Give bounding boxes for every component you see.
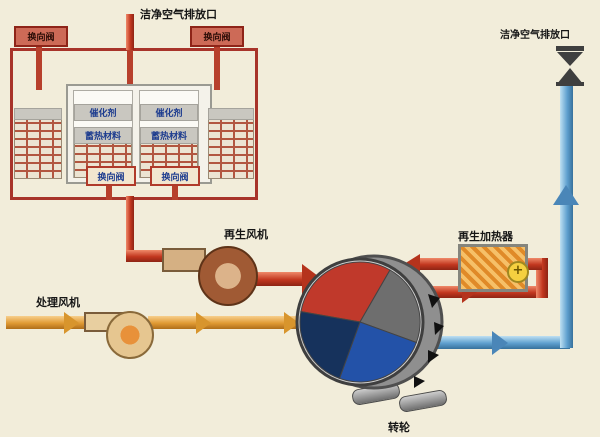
catalyst-band-1: 催化剂	[74, 104, 132, 121]
flow-arrow-right-icon	[492, 331, 508, 355]
exhaust-valve-icon	[556, 46, 584, 86]
rto-frame	[10, 48, 258, 200]
valve-connector	[214, 43, 220, 90]
regen-fan-icon	[198, 246, 258, 306]
process-air-pipe	[148, 316, 300, 329]
left-tower-cap	[14, 108, 62, 120]
regen-heater-label: 再生加热器	[458, 230, 513, 243]
valve-connector	[172, 178, 178, 200]
reversing-valve-bottom-right: 换向阀	[150, 166, 200, 186]
clean-air-pipe-top	[126, 14, 134, 50]
catalyst-band-2: 催化剂	[140, 104, 198, 121]
hot-air-pipe	[250, 272, 306, 286]
valve-connector	[36, 43, 42, 90]
process-fan-label: 处理风机	[36, 296, 80, 309]
clean-air-outlet-label-right: 洁净空气排放口	[500, 30, 570, 41]
process-fan-icon	[106, 311, 154, 359]
rto-downpipe	[126, 196, 134, 258]
rotor-wheel-icon	[295, 254, 444, 390]
reversing-valve-top-right: 换向阀	[190, 26, 244, 47]
flow-arrow-up-icon	[553, 185, 579, 205]
flow-arrow-right-icon	[284, 312, 299, 334]
heat-storage-band-1: 蓄热材料	[74, 127, 132, 144]
reversing-valve-bottom-left: 换向阀	[86, 166, 136, 186]
flow-arrow-right-icon	[64, 312, 79, 334]
rotor-label: 转轮	[388, 421, 410, 434]
heater-outlet-pipe	[420, 258, 458, 270]
heat-storage-band-2: 蓄热材料	[140, 127, 198, 144]
flow-arrow-right-icon	[196, 312, 211, 334]
heater-knob-icon: +	[507, 261, 529, 283]
left-tower-brick	[14, 117, 62, 179]
clean-air-outlet-label-top: 洁净空气排放口	[140, 8, 217, 21]
reversing-valve-top-left: 换向阀	[14, 26, 68, 47]
right-tower-brick	[208, 117, 254, 179]
right-tower-cap	[208, 108, 254, 120]
valve-connector	[106, 178, 112, 200]
regen-fan-label: 再生风机	[224, 228, 268, 241]
rto-fan-pipe	[126, 250, 168, 262]
clean-air-pipe-v	[560, 84, 573, 348]
exhaust-connector	[127, 48, 133, 86]
